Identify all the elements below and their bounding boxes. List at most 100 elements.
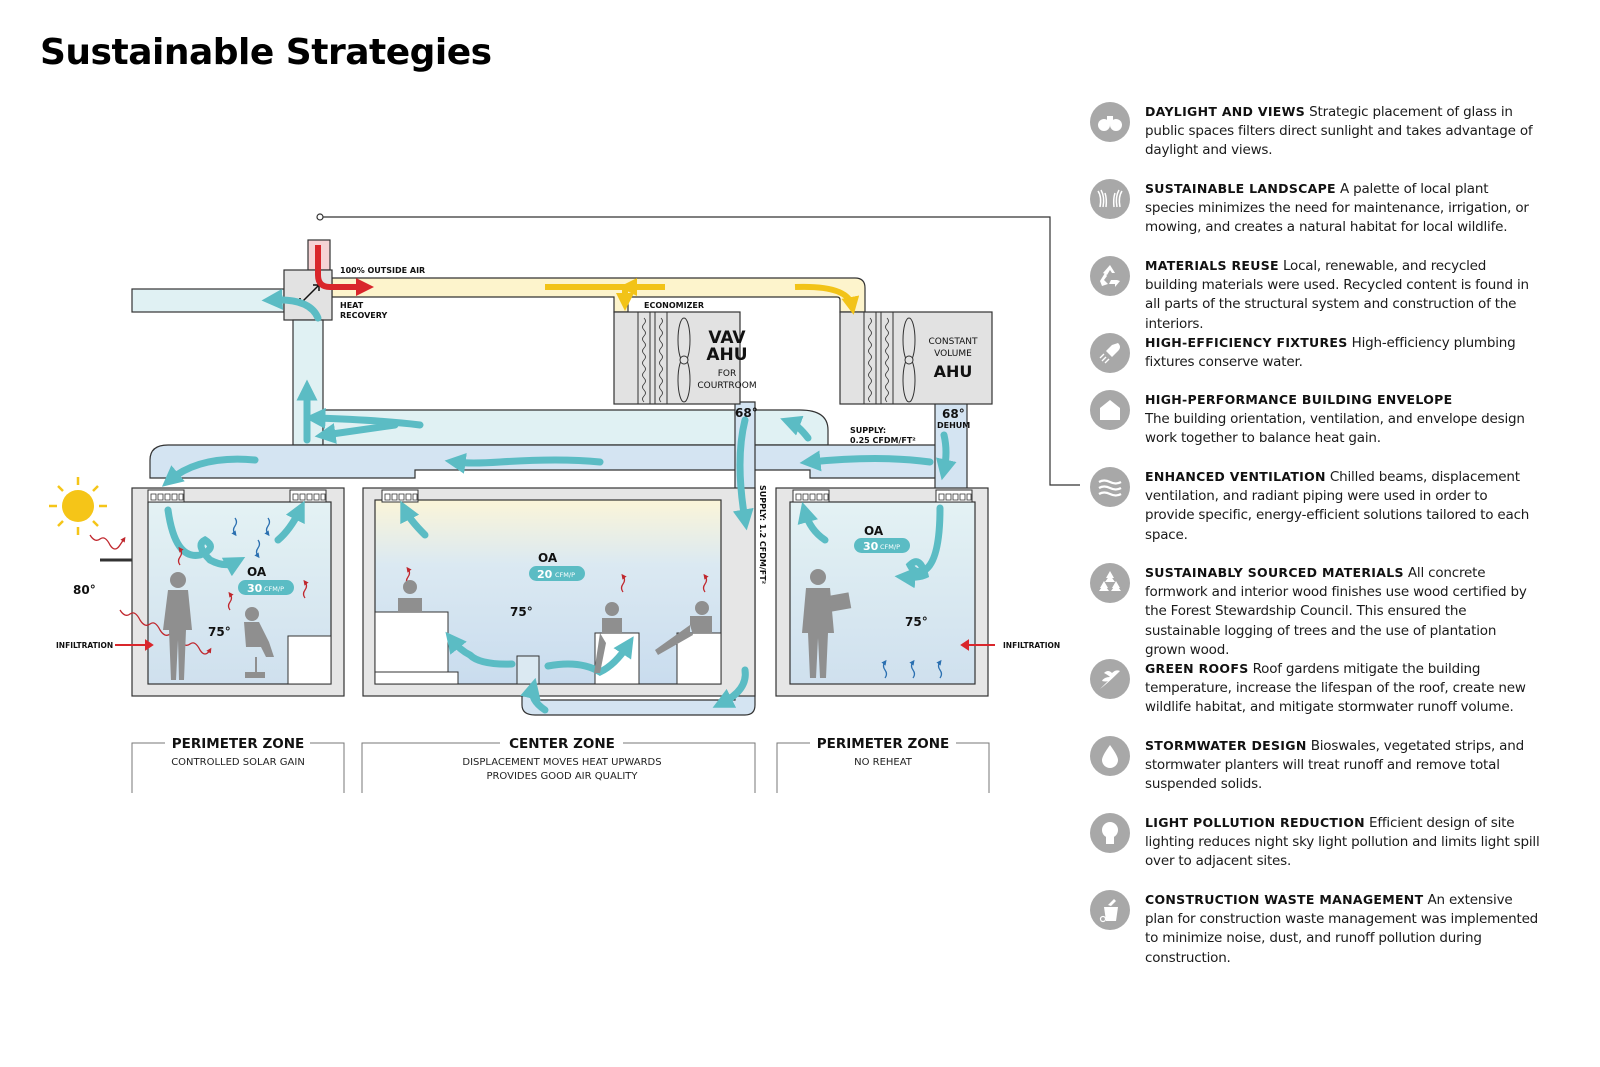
right-room-oa: OA 30 CFM/P 75° (854, 524, 928, 629)
house-icon (1090, 390, 1130, 430)
heat-recovery-label-2: RECOVERY (340, 311, 387, 320)
zone-center: CENTER ZONE DISPLACEMENT MOVES HEAT UPWA… (361, 736, 756, 793)
water-drop-icon (1090, 736, 1130, 776)
strategy-text: Strategic placement of glass in public s… (1145, 104, 1533, 159)
zone-title: PERIMETER ZONE (172, 736, 305, 752)
heat-waves (89, 534, 709, 655)
oa-value: 30 (863, 540, 879, 553)
economizer-label: ECONOMIZER (644, 301, 704, 310)
zone-description: DISPLACEMENT MOVES HEAT UPWARDS (462, 757, 661, 768)
zone-left: PERIMETER ZONE CONTROLLED SOLAR GAIN (131, 736, 345, 793)
strategy-text: Efficient design of site lighting reduce… (1145, 815, 1540, 870)
zone-title: CENTER ZONE (509, 736, 615, 752)
cooling-waves (231, 517, 943, 679)
supply-center-label: SUPPLY: 1.2 CFDM/FT² (758, 485, 767, 585)
oa-label: OA (247, 565, 267, 579)
cv-volume-label: VOLUME (934, 349, 972, 359)
strategy-text: Bioswales, vegetated strips, and stormwa… (1145, 738, 1524, 793)
zone-description: NO REHEAT (854, 757, 913, 768)
center-room-oa: OA 20 CFM/P 75° (510, 551, 585, 619)
room-temp: 75° (208, 625, 231, 639)
strategy-heading: SUSTAINABLE LANDSCAPE (1145, 181, 1336, 196)
oa-unit: CFM/P (555, 571, 575, 579)
strategy-item: LIGHT POLLUTION REDUCTION Efficient desi… (1090, 813, 1540, 890)
strategy-text: Local, renewable, and recycled building … (1145, 258, 1529, 332)
strategy-item: DAYLIGHT AND VIEWS Strategic placement o… (1090, 102, 1540, 179)
strategy-heading: HIGH-PERFORMANCE BUILDING ENVELOPE (1145, 392, 1453, 407)
strategy-item: HIGH-EFFICIENCY FIXTURES High-efficiency… (1090, 333, 1540, 390)
left-room (100, 487, 345, 697)
room-temp: 75° (905, 615, 928, 629)
outside-air-label: 100% OUTSIDE AIR (340, 266, 425, 275)
outside-air-arrow (315, 245, 374, 296)
vav-for-label: FOR (718, 369, 737, 379)
cv-constant-label: CONSTANT (929, 337, 979, 347)
strategy-text: Roof gardens mitigate the building tempe… (1145, 661, 1526, 716)
strategy-heading: DAYLIGHT AND VIEWS (1145, 104, 1306, 119)
diffusers (150, 493, 972, 501)
hvac-diagram: 100% OUTSIDE AIR HEAT RECOVERY ECONOMIZE… (49, 213, 1080, 793)
zone-title: PERIMETER ZONE (817, 736, 950, 752)
strategy-heading: HIGH-EFFICIENCY FIXTURES (1145, 335, 1348, 350)
supply-rate-label: SUPPLY: (850, 426, 886, 435)
infiltration-left-label: INFILTRATION (56, 641, 113, 650)
dehum-label: DEHUM (937, 421, 970, 430)
strategy-item: CONSTRUCTION WASTE MANAGEMENT An extensi… (1090, 890, 1540, 986)
strategy-item: ENHANCED VENTILATION Chilled beams, disp… (1090, 467, 1540, 563)
strategy-item: HIGH-PERFORMANCE BUILDING ENVELOPE The bu… (1090, 390, 1540, 467)
light-bulb-icon (1090, 813, 1130, 853)
vav-courtroom-label: COURTROOM (697, 381, 756, 391)
cv-ahu-label: AHU (934, 362, 973, 381)
supply-rate-value: 0.25 CFDM/FT² (850, 436, 916, 445)
strategy-heading: SUSTAINABLY SOURCED MATERIALS (1145, 565, 1404, 580)
vav-supply-temp: 68° (735, 406, 758, 420)
economizer-arrows (545, 278, 860, 315)
center-room (362, 487, 756, 697)
page-title: Sustainable Strategies (40, 32, 492, 73)
binoculars-icon (1090, 102, 1130, 142)
strategy-heading: MATERIALS REUSE (1145, 258, 1279, 273)
oa-value: 20 (537, 568, 553, 581)
shower-icon (1090, 333, 1130, 373)
trees-icon (1090, 563, 1130, 603)
strategy-text: High-efficiency plumbing fixtures conser… (1145, 335, 1516, 371)
strategy-text: Chilled beams, displacement ventilation,… (1145, 469, 1530, 543)
oa-unit: CFM/P (880, 543, 900, 551)
zone-right: PERIMETER ZONE NO REHEAT (776, 736, 990, 793)
air-waves-icon (1090, 467, 1130, 507)
infiltration-arrows (115, 639, 995, 651)
strategy-item: SUSTAINABLY SOURCED MATERIALS All concre… (1090, 563, 1540, 659)
recycle-icon (1090, 256, 1130, 296)
strategy-text: An extensive plan for construction waste… (1145, 892, 1539, 966)
constant-volume-ahu (839, 311, 993, 405)
strategy-heading: GREEN ROOFS (1145, 661, 1249, 676)
strategy-item: GREEN ROOFS Roof gardens mitigate the bu… (1090, 659, 1540, 736)
infiltration-right-label: INFILTRATION (1003, 641, 1060, 650)
heat-recovery-label: HEAT (340, 301, 364, 310)
people-silhouettes (163, 569, 852, 680)
vav-ahu (613, 311, 741, 405)
strategy-item: SUSTAINABLE LANDSCAPE A palette of local… (1090, 179, 1540, 256)
strategy-item: STORMWATER DESIGN Bioswales, vegetated s… (1090, 736, 1540, 813)
strategy-heading: LIGHT POLLUTION REDUCTION (1145, 815, 1365, 830)
oa-label: OA (538, 551, 558, 565)
zone-description: CONTROLLED SOLAR GAIN (171, 757, 305, 768)
strategy-text: The building orientation, ventilation, a… (1145, 411, 1525, 447)
return-duct (322, 409, 829, 446)
strategy-text: A palette of local plant species minimiz… (1145, 181, 1529, 236)
strategy-heading: CONSTRUCTION WASTE MANAGEMENT (1145, 892, 1424, 907)
outside-air-duct (331, 277, 866, 313)
strategy-list: DAYLIGHT AND VIEWS Strategic placement o… (1090, 102, 1540, 986)
vav-ahu-label: AHU (706, 345, 747, 365)
waste-bin-icon (1090, 890, 1130, 930)
outdoor-temp: 80° (73, 583, 96, 597)
vav-label: VAV (708, 328, 746, 348)
strategy-heading: STORMWATER DESIGN (1145, 738, 1307, 753)
grass-icon (1090, 179, 1130, 219)
room-temp: 75° (510, 605, 533, 619)
sun-icon (49, 477, 107, 535)
airflow-arrows (161, 288, 957, 714)
strategy-heading: ENHANCED VENTILATION (1145, 469, 1326, 484)
callout-line (316, 213, 1080, 486)
zone-description-2: PROVIDES GOOD AIR QUALITY (486, 771, 638, 782)
